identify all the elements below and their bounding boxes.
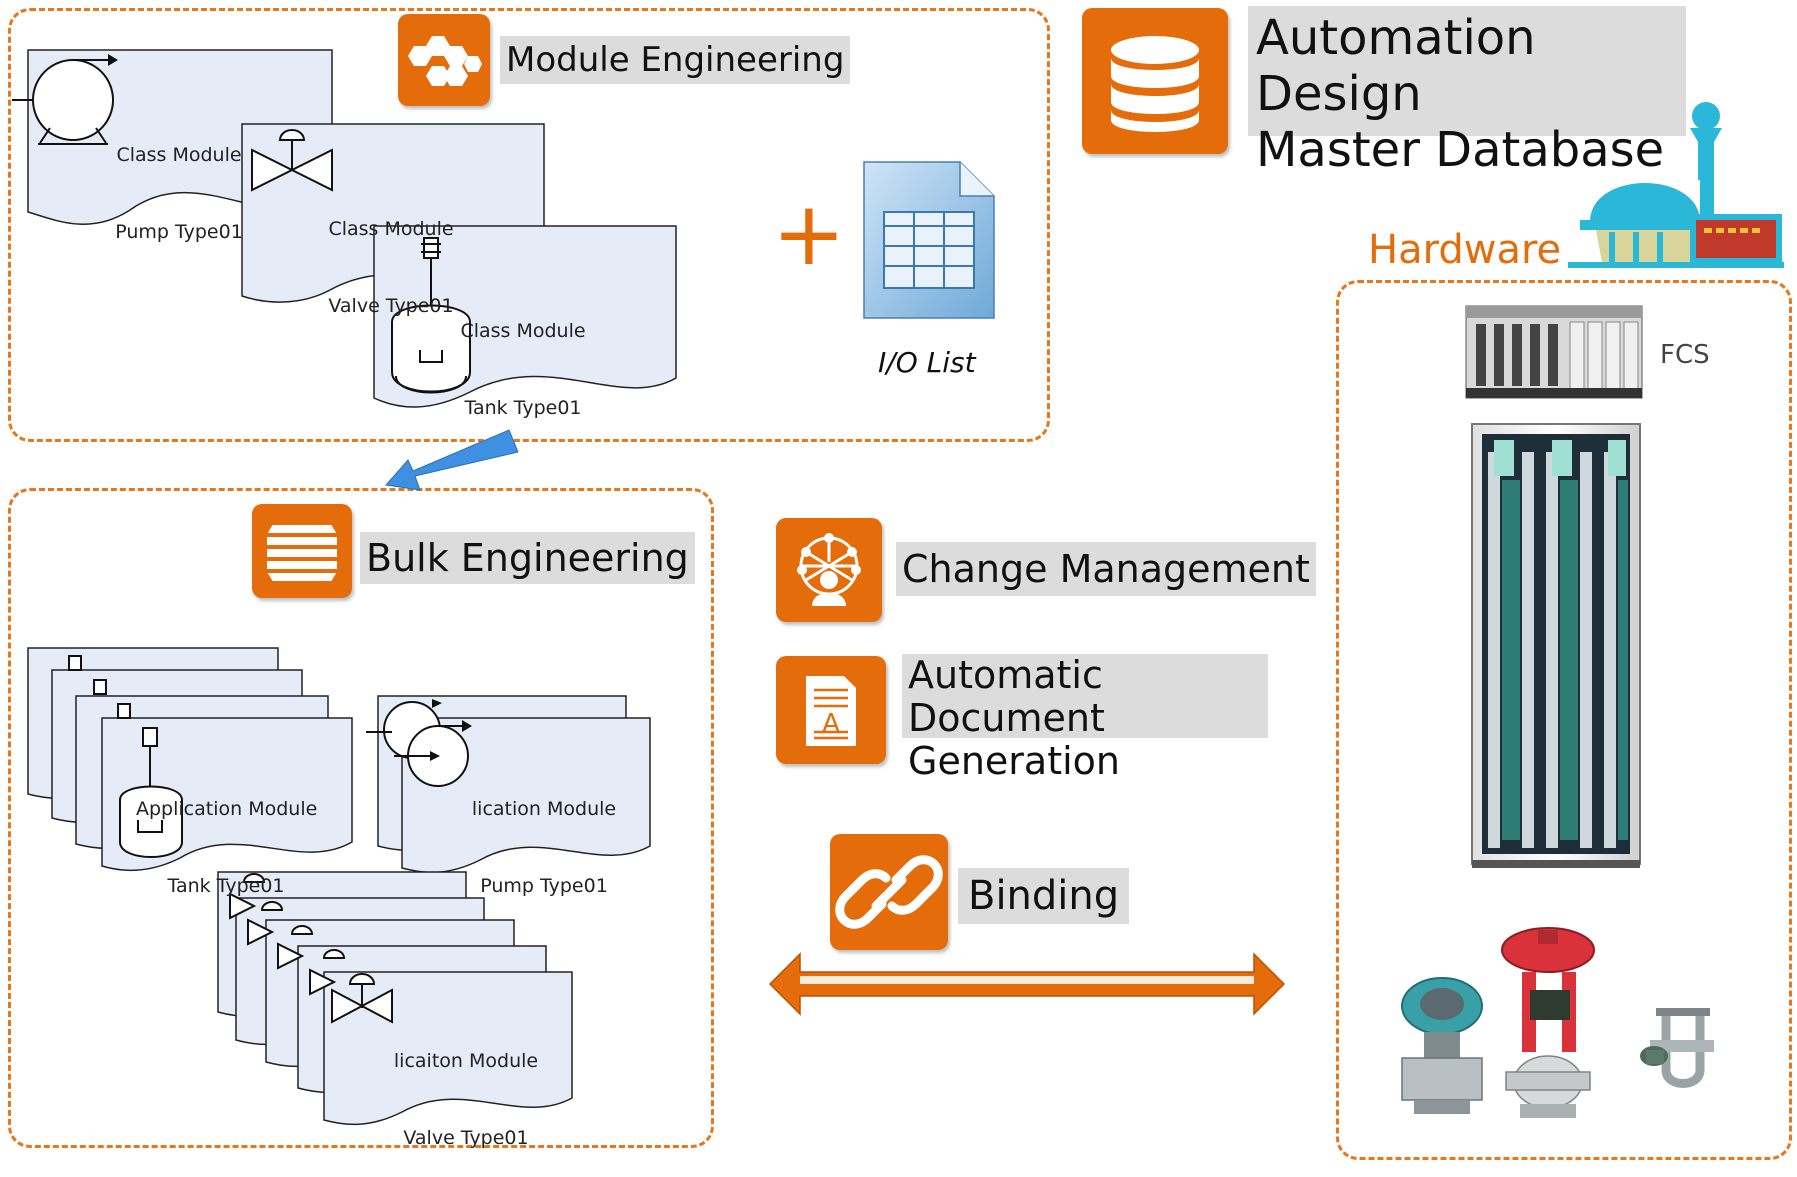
app-module-tank-label: Application Module Tank Type01 — [136, 746, 318, 925]
fcs-controller-image — [1465, 305, 1643, 399]
fcs-label: FCS — [1660, 340, 1710, 370]
class-module-valve-line1: Class Module — [328, 218, 454, 241]
app-module-valve-line2: Valve Type01 — [403, 1127, 529, 1150]
app-module-pump-label: lication Module Pump Type01 — [464, 746, 624, 925]
app-module-stack-pump — [366, 695, 651, 874]
database-title-line1: Automation Design — [1256, 10, 1536, 122]
tank-icon — [391, 237, 471, 394]
class-module-pump-line2: Pump Type01 — [115, 221, 243, 244]
bulk-engineering-group — [8, 488, 714, 1148]
class-module-valve-line2: Valve Type01 — [328, 295, 454, 318]
document-generation-line1: Automatic Document — [908, 653, 1105, 740]
change-management-label: Change Management — [896, 542, 1316, 596]
module-engineering-title: Module Engineering — [500, 36, 851, 84]
app-module-stack-valve — [217, 871, 573, 1126]
io-list-label: I/O List — [878, 346, 976, 379]
plant-icon — [1568, 102, 1784, 268]
class-module-pump-label: Class Module Pump Type01 — [114, 92, 244, 271]
io-cabinet-image — [1471, 423, 1641, 868]
plus-sign: + — [772, 182, 846, 285]
valve-icon — [251, 129, 333, 192]
database-title-line2: Master Database — [1256, 122, 1665, 178]
document-icon: A — [776, 656, 886, 764]
app-module-pump-line1: lication Module — [471, 798, 617, 821]
flow-arrow-blue — [385, 429, 519, 491]
chain-link-icon — [830, 834, 948, 950]
class-module-tank-line1: Class Module — [460, 320, 586, 343]
app-module-tank-line1: Application Module — [136, 798, 318, 821]
binding-label: Binding — [958, 868, 1130, 924]
app-module-valve-label: licaiton Module Valve Type01 — [386, 998, 546, 1177]
app-module-valve-line1: licaiton Module — [393, 1050, 539, 1073]
class-module-valve-label: Class Module Valve Type01 — [326, 166, 456, 345]
binding-double-arrow — [768, 952, 1286, 1016]
layers-icon — [252, 504, 352, 598]
app-module-stack-tank — [27, 647, 353, 872]
hardware-title: Hardware — [1368, 227, 1562, 273]
pressure-transmitter-image — [1401, 977, 1483, 1114]
io-list-icon — [863, 161, 995, 319]
network-person-icon — [776, 518, 882, 622]
app-module-pump-line2: Pump Type01 — [480, 875, 608, 898]
class-module-tank-line2: Tank Type01 — [464, 397, 582, 420]
svg-text:A: A — [822, 709, 840, 739]
control-valve-image — [1501, 927, 1595, 1118]
document-generation-line2: Generation — [908, 739, 1120, 783]
module-engineering-group — [8, 8, 1050, 442]
database-title: Automation Design Master Database — [1248, 6, 1686, 178]
database-icon — [1082, 8, 1228, 154]
document-generation-label: Automatic Document Generation — [902, 653, 1268, 783]
hexagon-cluster-icon — [398, 14, 490, 106]
pump-icon — [12, 54, 118, 145]
class-module-pump-line1: Class Module — [116, 144, 242, 167]
class-module-tank-label: Class Module Tank Type01 — [458, 268, 588, 447]
flow-meter-image — [1640, 1008, 1714, 1088]
bulk-engineering-title: Bulk Engineering — [360, 532, 695, 584]
app-module-tank-line2: Tank Type01 — [167, 875, 285, 898]
